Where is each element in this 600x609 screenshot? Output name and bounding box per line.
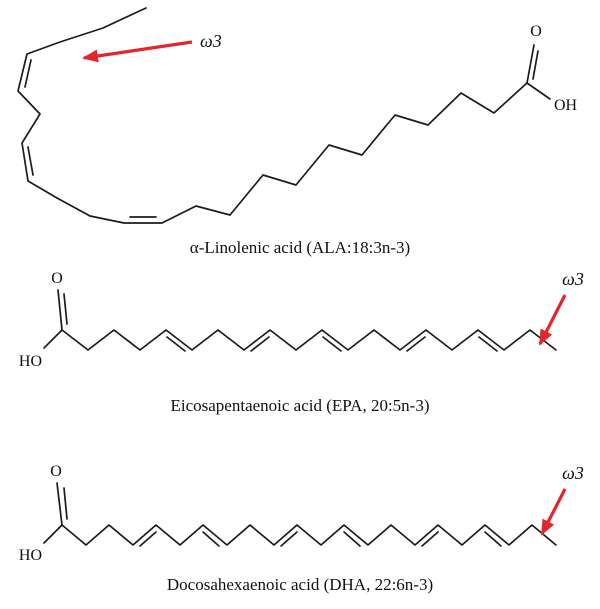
ala-carbonyl-bond-inner: [532, 50, 539, 80]
dha-carbonyl-oxygen-label: O: [50, 463, 62, 480]
dha-carbon-chain: [61, 524, 557, 546]
epa-double-bond-5-inner: [478, 336, 498, 352]
ala-double-bond-1-inner: [24, 59, 32, 88]
dha-double-bond-6-inner: [484, 531, 502, 547]
ala-omega3-annotation: ω3: [82, 31, 222, 63]
epa-hydroxyl-bond: [43, 329, 63, 349]
epa-structure: [43, 289, 557, 352]
ala-hydroxyl-label: OH: [554, 97, 578, 114]
ala-carbonyl-oxygen-label: O: [530, 23, 542, 40]
dha-hydroxyl-label: HO: [19, 547, 42, 564]
ala-double-bond-2-inner: [27, 146, 34, 176]
epa-caption: Eicosapentaenoic acid (EPA, 20:5n-3): [170, 396, 429, 415]
epa-carbon-chain: [61, 329, 557, 351]
epa-carbonyl-oxygen-label: O: [51, 270, 63, 287]
dha-caption: Docosahexaenoic acid (DHA, 22:6n-3): [167, 575, 433, 594]
dha-double-bond-1-inner: [139, 531, 157, 547]
ala-omega3-arrow: [82, 40, 193, 63]
dha-structure: [43, 482, 557, 547]
ala-hydroxyl-bond: [526, 82, 551, 100]
ala-caption: α-Linolenic acid (ALA:18:3n-3): [190, 238, 410, 257]
dha-hydroxyl-bond: [43, 524, 63, 544]
epa-omega3-arrow: [538, 294, 567, 346]
epa-double-bond-4-inner: [406, 336, 426, 352]
dha-double-bond-2-inner: [202, 531, 220, 547]
dha-double-bond-5-inner: [421, 531, 439, 547]
epa-carbonyl-bond: [57, 289, 63, 331]
epa-double-bond-2-inner: [250, 336, 270, 352]
dha-omega3-arrow: [540, 488, 567, 536]
epa-double-bond-3-inner: [322, 336, 342, 352]
dha-omega3-annotation: ω3: [540, 463, 584, 536]
dha-double-bond-3-inner: [280, 531, 298, 547]
dha-omega3-label: ω3: [562, 463, 584, 483]
dha-double-bond-4-inner: [343, 531, 361, 547]
epa-omega3-label: ω3: [562, 269, 584, 289]
ala-omega3-label: ω3: [200, 31, 222, 51]
epa-carbonyl-bond-inner: [63, 293, 68, 325]
ala-structure: [17, 7, 551, 224]
epa-omega3-annotation: ω3: [538, 269, 584, 346]
epa-hydroxyl-label: HO: [19, 353, 42, 370]
dha-carbonyl-bond: [56, 482, 63, 526]
ala-carbonyl-bond: [526, 44, 535, 84]
epa-double-bond-1-inner: [166, 336, 186, 352]
dha-carbonyl-bond-inner: [63, 487, 68, 520]
ala-carbon-chain: [17, 7, 528, 224]
